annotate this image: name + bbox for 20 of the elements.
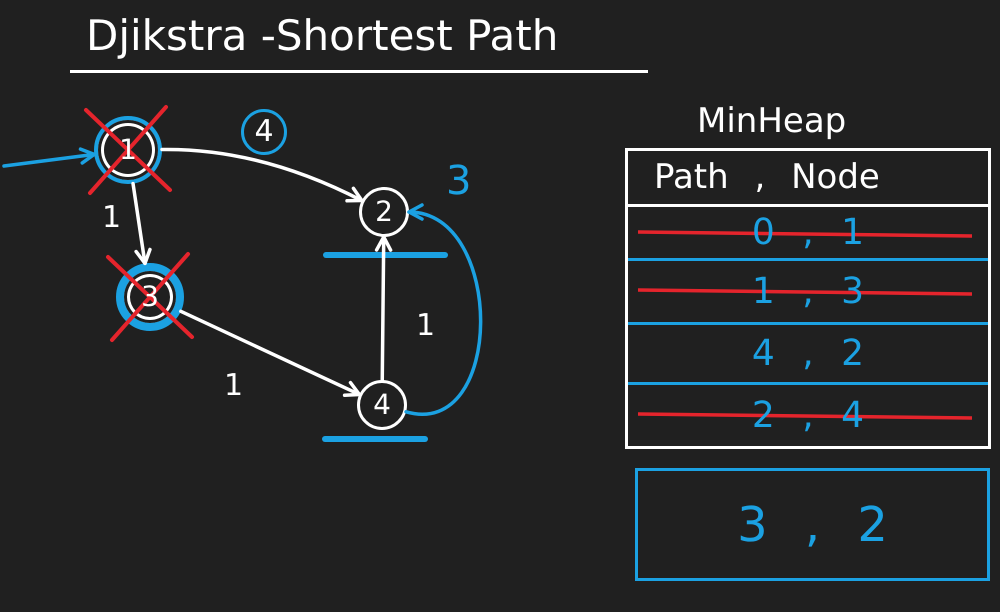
table-row [635,468,990,581]
node-circle [357,380,407,430]
arrow [374,235,392,382]
heap-entry: 4 , 2 [752,332,864,375]
column-header: Path , Node [654,157,880,198]
edge-label: 4 [241,109,287,155]
node-number: 2 [375,197,393,227]
diagram-title: Djikstra -Shortest Path [70,8,648,73]
node-circle [94,116,162,184]
arrow [160,148,364,203]
node-circle [116,263,184,331]
node-circle [359,187,409,237]
arrow [179,310,362,398]
node-number: 4 [373,390,391,420]
table-title: MinHeap [697,100,846,142]
heap-entry: 3 , 2 [737,496,888,554]
arrow [404,206,482,416]
arrow [2,147,96,168]
arrow [131,182,152,266]
distance-note: 3 [446,158,472,204]
